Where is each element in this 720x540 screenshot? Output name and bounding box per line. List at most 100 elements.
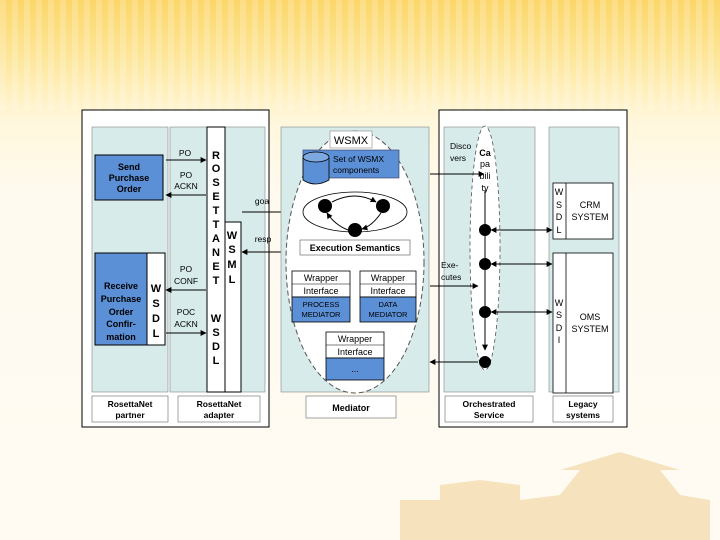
process-mediator-1: PROCESS bbox=[303, 300, 340, 309]
legacy-label-box bbox=[552, 395, 614, 423]
orchestrated-label-1: Orchestrated bbox=[463, 399, 516, 409]
partner-wsdl-s: S bbox=[152, 298, 159, 310]
orchestrated-label-2: Service bbox=[474, 410, 505, 420]
extra-mediator-ellipsis: ... bbox=[351, 364, 359, 374]
partner-wsdl-d: D bbox=[152, 313, 160, 325]
capability-1: Ca bbox=[479, 148, 491, 158]
label-po: PO bbox=[179, 148, 192, 158]
receive-po-confirmation-box[interactable] bbox=[94, 252, 148, 346]
orchestrated-label-box bbox=[444, 395, 534, 423]
wsml-letter-s: S bbox=[228, 244, 235, 256]
rn-letter-a: A bbox=[212, 233, 220, 245]
flow-node-3 bbox=[479, 306, 491, 318]
receive-po-line-1: Receive bbox=[104, 281, 138, 291]
adapter-wsdl-w: W bbox=[211, 313, 222, 325]
partner-wsdl-l: L bbox=[153, 328, 160, 340]
crm-label-2: SYSTEM bbox=[571, 212, 608, 222]
cycle-arrow-3 bbox=[326, 212, 349, 231]
wsml-wsdl-strip bbox=[224, 221, 242, 393]
rn-letter-s: S bbox=[212, 177, 219, 189]
partner-label-box bbox=[91, 395, 169, 423]
wrapper-extra-1: Wrapper bbox=[338, 334, 372, 344]
discovers-1: Disco bbox=[450, 141, 472, 151]
component-set-line-1: Set of WSMX bbox=[333, 154, 384, 164]
execution-semantics-label: Execution Semantics bbox=[310, 243, 401, 253]
partner-wsdl-w: W bbox=[151, 283, 162, 295]
cycle-node-3 bbox=[376, 199, 390, 213]
discovers-2: vers bbox=[450, 153, 466, 163]
crm-wsdl-l: L bbox=[556, 225, 561, 235]
cycle-node-2 bbox=[348, 223, 362, 237]
label-poc-ackn-2: ACKN bbox=[174, 319, 198, 329]
wrapper-data-1: Wrapper bbox=[371, 273, 405, 283]
adapter-label-1: RosettaNet bbox=[197, 399, 242, 409]
partner-label-2: partner bbox=[115, 410, 145, 420]
process-mediator-2: MEDIATOR bbox=[302, 310, 341, 319]
component-set-line-2: components bbox=[333, 165, 379, 175]
receive-po-line-5: mation bbox=[106, 332, 136, 342]
label-po-conf-2: CONF bbox=[174, 276, 198, 286]
wsml-letter-l: L bbox=[229, 274, 236, 286]
rn-letter-e2: E bbox=[212, 261, 219, 273]
palace-silhouette bbox=[400, 452, 710, 540]
wrapper-extra-2: Interface bbox=[337, 347, 372, 357]
label-resp: resp bbox=[255, 234, 272, 244]
rn-letter-n: N bbox=[212, 247, 220, 259]
capability-3: bili bbox=[479, 171, 490, 181]
oms-wsdl-i: I bbox=[558, 335, 561, 345]
adapter-wsdl-l: L bbox=[213, 355, 220, 367]
adapter-wsdl-s: S bbox=[212, 327, 219, 339]
label-po-conf-1: PO bbox=[180, 264, 193, 274]
label-po-ackn-1: PO bbox=[180, 170, 193, 180]
send-purchase-order-box[interactable] bbox=[94, 154, 164, 201]
label-poc-ackn-1: POC bbox=[177, 307, 195, 317]
crm-label-1: CRM bbox=[580, 200, 601, 210]
receive-po-line-2: Purchase bbox=[101, 294, 142, 304]
wsml-letter-m: M bbox=[227, 259, 236, 271]
wrapper-process-1: Wrapper bbox=[304, 273, 338, 283]
data-mediator-1: DATA bbox=[379, 300, 398, 309]
wsml-letter-w: W bbox=[227, 230, 238, 242]
cycle-arrow-1 bbox=[331, 195, 377, 203]
rn-letter-r: R bbox=[212, 150, 220, 162]
wrapper-data-2: Interface bbox=[370, 286, 405, 296]
receive-po-line-4: Confir- bbox=[106, 319, 136, 329]
rn-letter-e: E bbox=[212, 191, 219, 203]
flow-node-1 bbox=[479, 224, 491, 236]
rn-letter-t3: T bbox=[213, 275, 220, 287]
capability-2: pa bbox=[480, 159, 490, 169]
cycle-arrow-2 bbox=[361, 212, 382, 231]
extra-mediator-box bbox=[325, 357, 385, 381]
cycle-node-1 bbox=[318, 199, 332, 213]
partner-wsdl-strip bbox=[146, 252, 166, 346]
data-mediator-2: MEDIATOR bbox=[369, 310, 408, 319]
oms-system-box bbox=[552, 252, 614, 394]
oms-wsdl-w: W bbox=[555, 298, 564, 308]
partner-label-1: RosettaNet bbox=[108, 399, 153, 409]
flow-node-4 bbox=[479, 356, 491, 368]
rn-letter-t2: T bbox=[213, 219, 220, 231]
rn-letter-t1: T bbox=[213, 205, 220, 217]
component-cylinder-icon bbox=[302, 158, 330, 185]
send-po-line-3: Order bbox=[117, 184, 142, 194]
legacy-label-1: Legacy bbox=[568, 399, 598, 409]
process-mediator-box bbox=[291, 296, 351, 323]
send-po-line-2: Purchase bbox=[109, 173, 150, 183]
oms-wsdl-s: S bbox=[556, 310, 562, 320]
crm-wsdl-d: D bbox=[556, 212, 563, 222]
send-po-line-1: Send bbox=[118, 162, 140, 172]
header-stripes bbox=[0, 0, 720, 110]
mediator-label: Mediator bbox=[332, 403, 370, 413]
oms-wsdl-d: D bbox=[556, 323, 563, 333]
mediator-label-box bbox=[305, 395, 397, 419]
crm-wsdl-s: S bbox=[556, 200, 562, 210]
oms-label-2: SYSTEM bbox=[571, 324, 608, 334]
executes-1: Exe- bbox=[441, 260, 459, 270]
adapter-label-2: adapter bbox=[204, 410, 235, 420]
crm-system-box bbox=[552, 182, 614, 240]
wsmx-title: WSMX bbox=[334, 135, 369, 147]
data-mediator-box bbox=[359, 296, 417, 323]
adapter-wsdl-d: D bbox=[212, 341, 220, 353]
label-goal: goa bbox=[255, 196, 269, 206]
